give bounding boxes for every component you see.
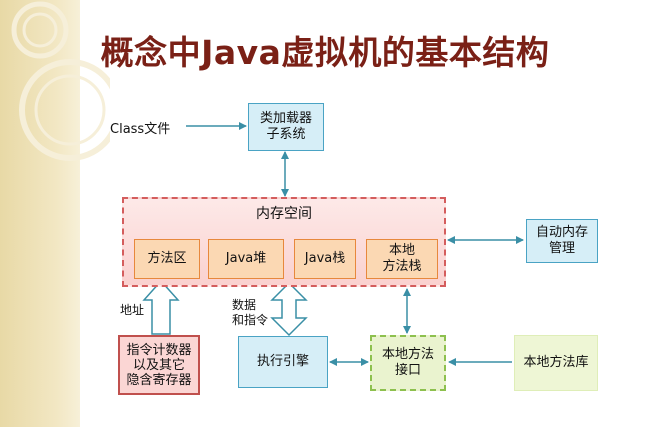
slide-title: 概念中Java虚拟机的基本结构 xyxy=(100,33,550,72)
native-method-stack-box: 本地 方法栈 xyxy=(366,239,438,279)
java-stack-box: Java栈 xyxy=(294,239,356,279)
arrow-address-up xyxy=(142,279,180,335)
class-file-label: Class文件 xyxy=(110,122,171,137)
pc-registers-box: 指令计数器 以及其它 隐含寄存器 xyxy=(118,335,200,395)
class-loader-subsystem-box: 类加载器 子系统 xyxy=(248,103,324,151)
decorative-rings xyxy=(11,1,110,161)
method-area-box: 方法区 xyxy=(134,239,200,279)
execution-engine-box: 执行引擎 xyxy=(238,336,328,388)
data-instruction-label: 数据 和指令 xyxy=(232,298,269,327)
address-label: 地址 xyxy=(120,303,145,317)
arrow-data-double xyxy=(270,281,308,337)
java-heap-box: Java堆 xyxy=(208,239,284,279)
native-method-interface-box: 本地方法 接口 xyxy=(370,335,446,391)
auto-memory-management-box: 自动内存 管理 xyxy=(526,219,598,263)
memory-area-title: 内存空间 xyxy=(256,206,312,222)
native-method-library-box: 本地方法库 xyxy=(514,335,598,391)
